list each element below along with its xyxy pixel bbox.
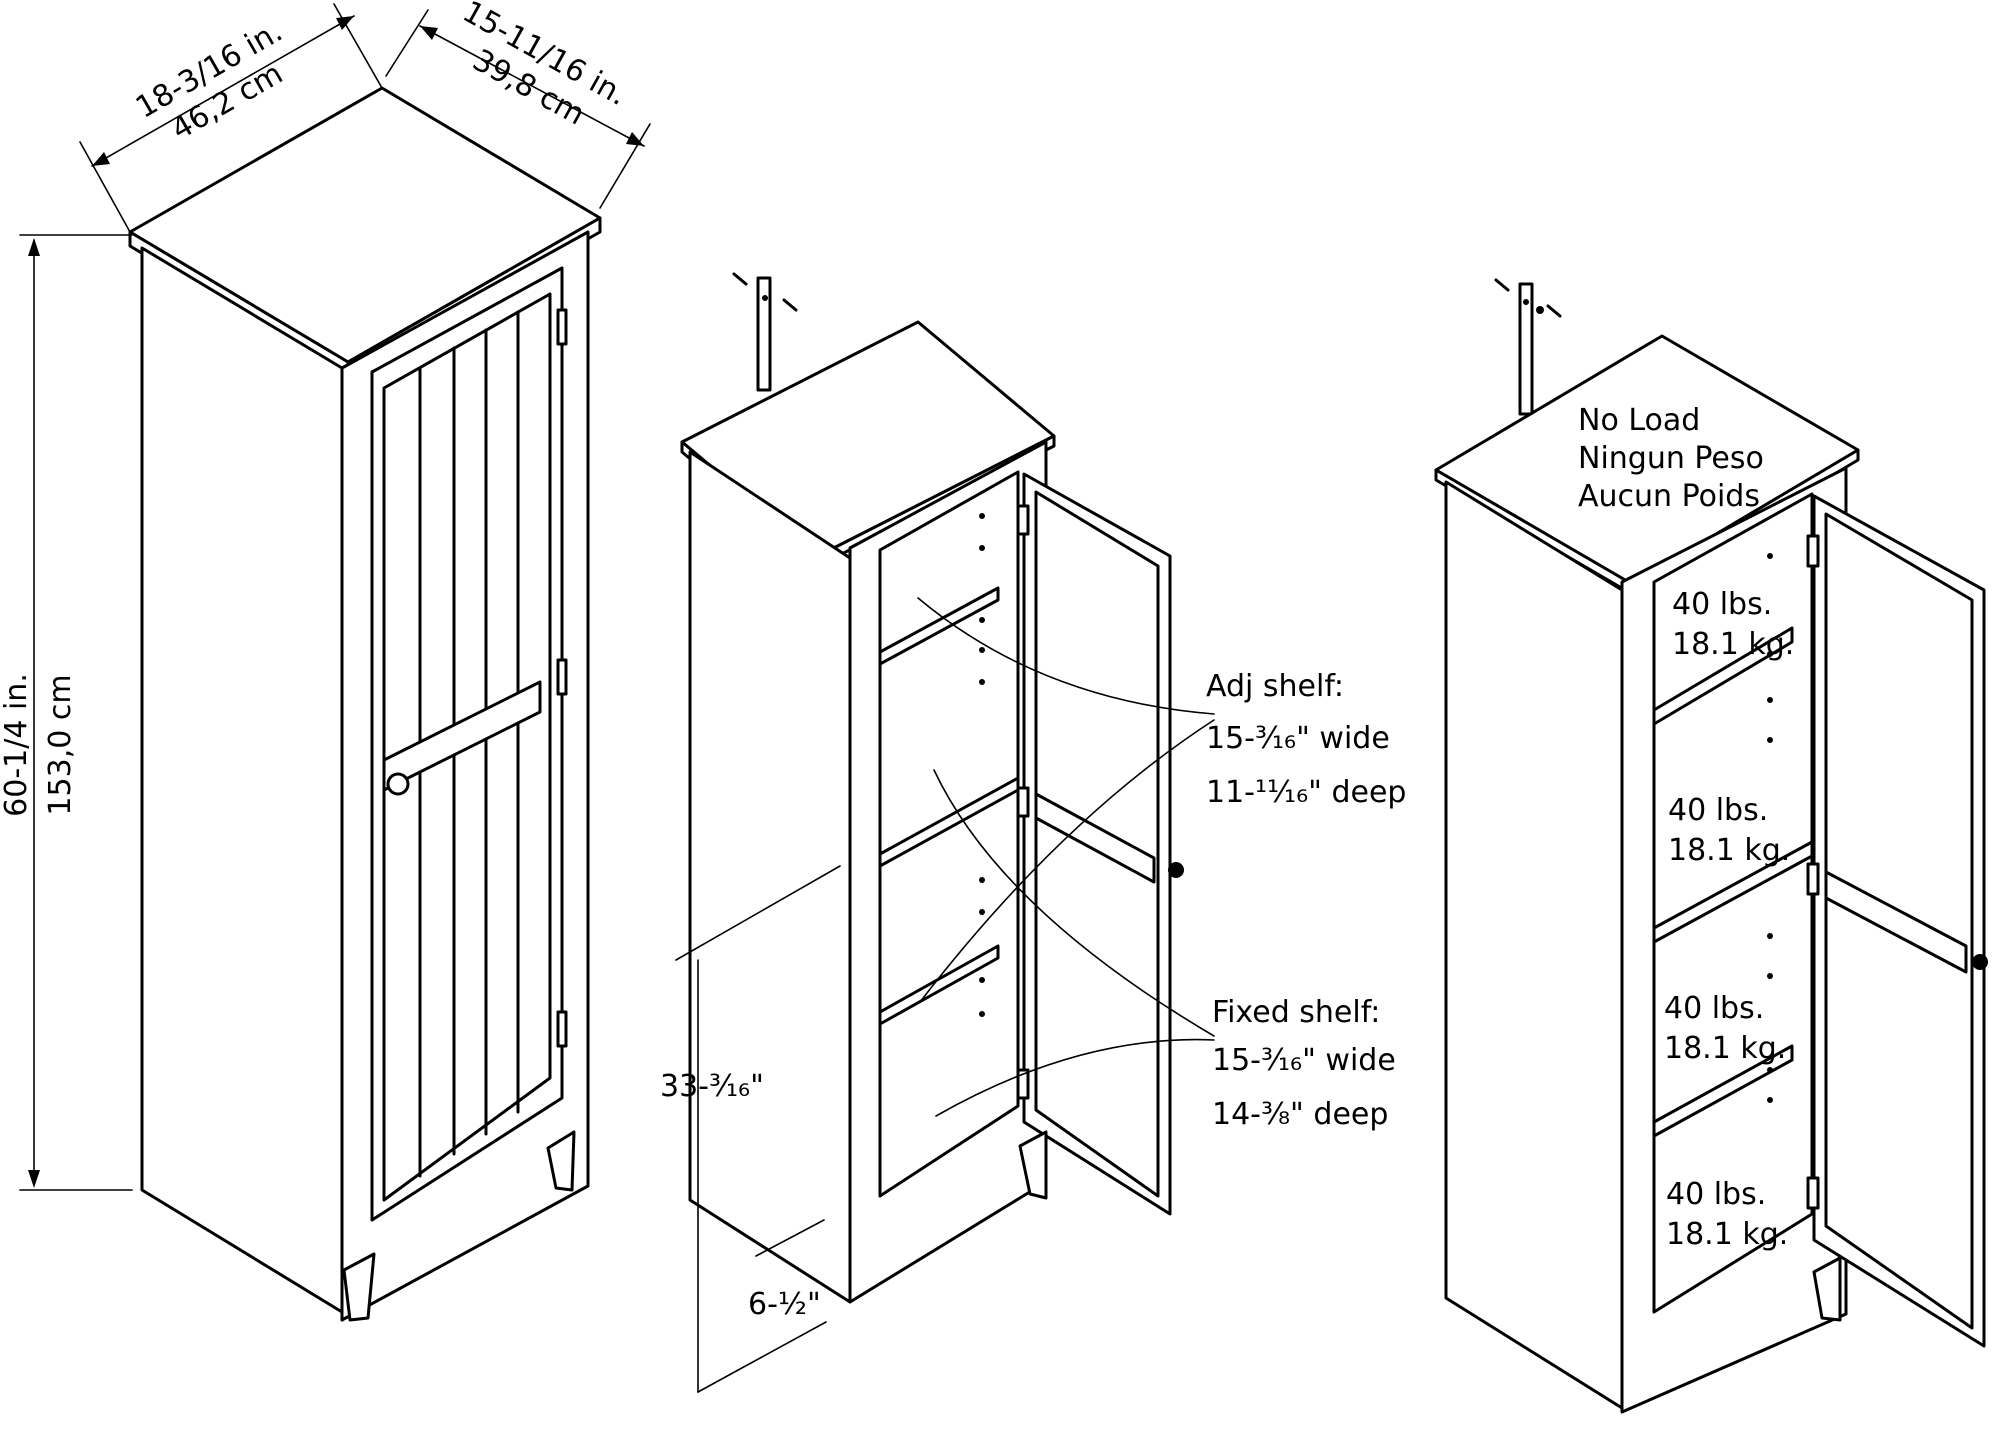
- fixed-shelf-depth: 14-³⁄₈" deep: [1212, 1097, 1388, 1132]
- shelf-3-load-kg: 18.1 kg.: [1664, 1031, 1786, 1066]
- adj-shelf-title: Adj shelf:: [1206, 669, 1344, 704]
- adj-shelf-width: 15-³⁄₁₆" wide: [1206, 721, 1390, 756]
- top-no-load-fr: Aucun Poids: [1578, 479, 1760, 514]
- shelf-4-load-lbs: 40 lbs.: [1666, 1177, 1766, 1212]
- open-cabinet-load-ratings: No Load Ningun Peso Aucun Poids 40 lbs. …: [1434, 278, 1988, 1414]
- shelf-2-load-lbs: 40 lbs.: [1668, 793, 1768, 828]
- fixed-shelf-width: 15-³⁄₁₆" wide: [1212, 1043, 1396, 1078]
- adj-shelf-depth: 11-¹¹⁄₁₆" deep: [1206, 775, 1406, 810]
- toe-height-label: 6-½": [748, 1287, 821, 1322]
- height-cm-label: 153,0 cm: [43, 674, 78, 815]
- top-no-load-es: Ningun Peso: [1578, 441, 1764, 476]
- cabinet-height-label: 33-³⁄₁₆": [660, 1069, 764, 1104]
- closed-cabinet: 60-1/4 in. 153,0 cm 18-3/16 in. 46,2 cm …: [0, 0, 651, 1322]
- open-cabinet-shelf-sizes: 33-³⁄₁₆" 6-½" Adj shelf: 15-³⁄₁₆" wide 1…: [660, 272, 1406, 1393]
- shelf-1-load-lbs: 40 lbs.: [1672, 587, 1772, 622]
- shelf-3-load-lbs: 40 lbs.: [1664, 991, 1764, 1026]
- top-no-load-en: No Load: [1578, 403, 1700, 438]
- shelf-1-load-kg: 18.1 kg.: [1672, 627, 1794, 662]
- shelf-4-load-kg: 18.1 kg.: [1666, 1217, 1788, 1252]
- shelf-2-load-kg: 18.1 kg.: [1668, 833, 1790, 868]
- height-inches-label: 60-1/4 in.: [0, 673, 34, 817]
- fixed-shelf-title: Fixed shelf:: [1212, 995, 1380, 1030]
